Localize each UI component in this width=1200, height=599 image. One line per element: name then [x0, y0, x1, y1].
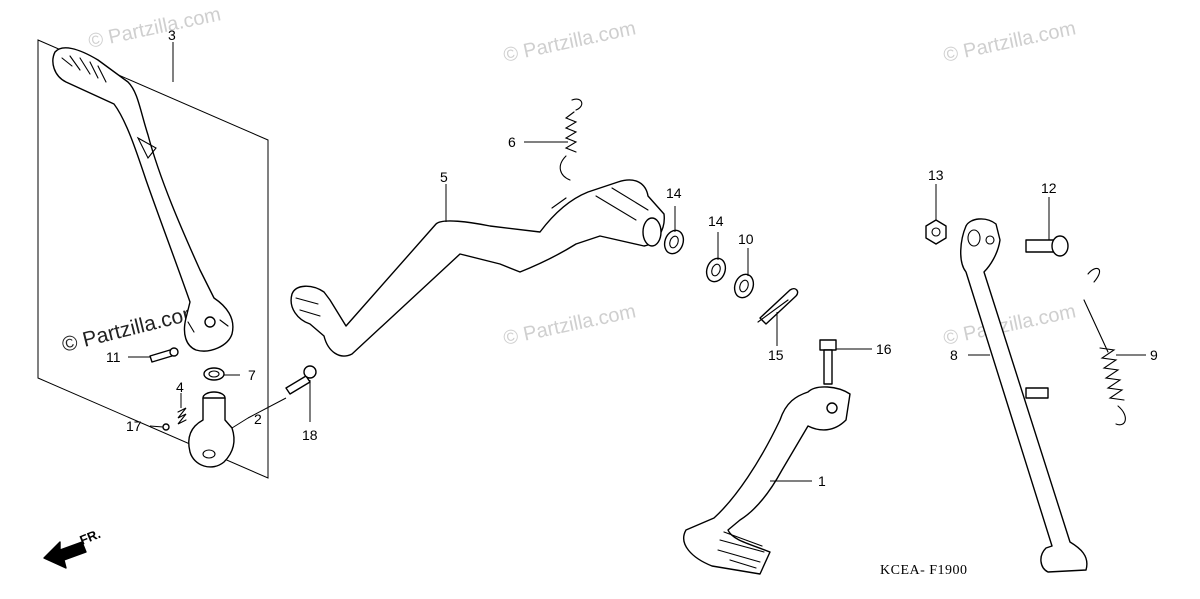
gearshift-pedal-1: [683, 386, 851, 575]
front-direction-indicator: FR.: [43, 526, 103, 569]
front-arrow-icon: [43, 541, 87, 569]
main-stand-8: [960, 218, 1088, 573]
watermark-kick-lever: © Partzilla.com: [60, 300, 203, 357]
watermark-mid-center: © Partzilla.com: [501, 300, 637, 350]
ball-17: [162, 423, 170, 431]
washer-10: [733, 273, 755, 299]
callout-3: 3: [168, 27, 176, 43]
callout-8: 8: [950, 347, 958, 363]
cotter-pin-15: [757, 287, 799, 325]
callout-15: 15: [768, 347, 784, 363]
callout-16: 16: [876, 341, 892, 357]
callout-1: 1: [818, 473, 826, 489]
nut-13: [925, 219, 947, 245]
callout-18: 18: [302, 427, 318, 443]
washer-14b: [705, 257, 727, 283]
callout-14a: 14: [666, 185, 682, 201]
bolt-18: [285, 365, 317, 395]
bolt-11: [149, 347, 179, 363]
spring-6: [559, 98, 583, 181]
watermark-top-right: © Partzilla.com: [941, 17, 1077, 67]
callout-4: 4: [176, 379, 184, 395]
kickstarter-arm: [52, 47, 234, 352]
callout-7: 7: [248, 367, 256, 383]
brake-pedal-5: [290, 179, 665, 357]
callout-6: 6: [508, 134, 516, 150]
callout-12: 12: [1041, 180, 1057, 196]
bolt-16: [819, 339, 837, 385]
front-label: FR.: [78, 526, 103, 548]
callout-5: 5: [440, 169, 448, 185]
leader-lines: [128, 42, 1146, 482]
diagram-code: KCEA- F1900: [880, 563, 968, 578]
seal-7: [203, 367, 225, 381]
callout-10: 10: [738, 231, 754, 247]
callout-14b: 14: [708, 213, 724, 229]
spring-4: [177, 407, 187, 425]
callout-numbers: 3 11 7 4 17 2 18 5 6 14 14 10 15 16 1 13…: [106, 27, 1158, 489]
callout-2: 2: [254, 411, 262, 427]
watermark-top-left: © Partzilla.com: [86, 3, 222, 53]
watermark-mid-right: © Partzilla.com: [941, 300, 1077, 350]
callout-13: 13: [928, 167, 944, 183]
pivot-bolt-12: [1025, 235, 1069, 257]
callout-9: 9: [1150, 347, 1158, 363]
stand-spring-9: [1083, 267, 1126, 426]
kickstarter-enclosure: [37, 39, 269, 479]
kickstarter-boss-2: [188, 391, 235, 468]
callout-11: 11: [106, 349, 121, 365]
washer-14a: [663, 229, 685, 255]
callout-17: 17: [126, 418, 142, 434]
watermark-top-center: © Partzilla.com: [501, 17, 637, 67]
